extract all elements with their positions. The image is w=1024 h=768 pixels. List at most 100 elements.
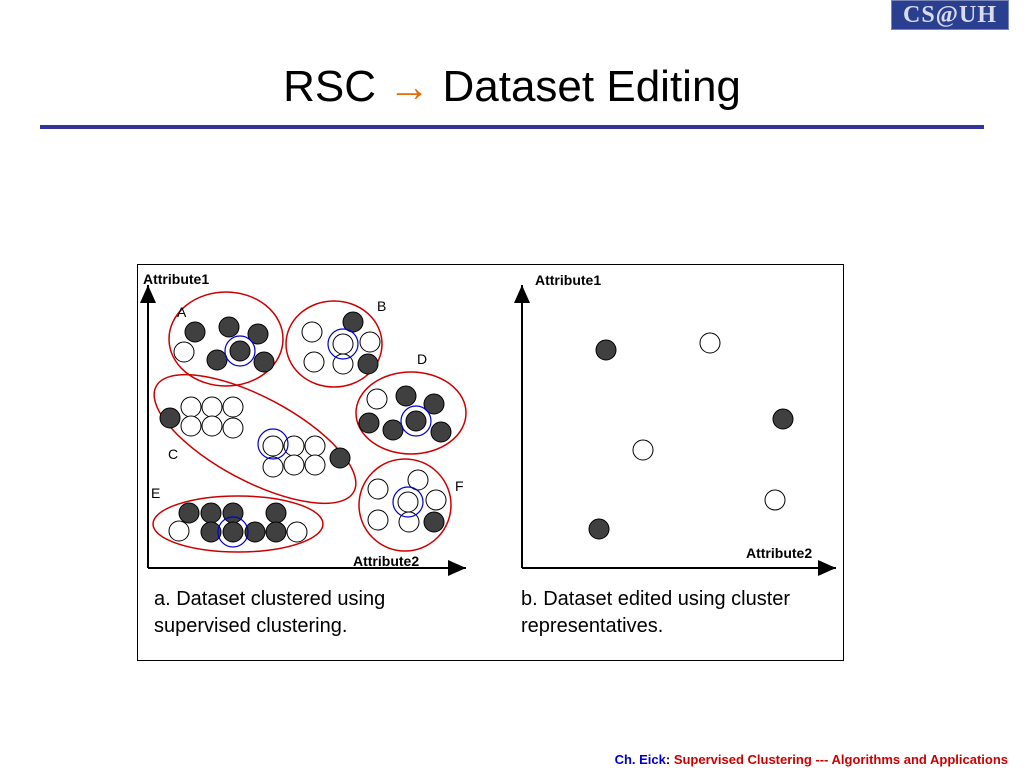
data-point bbox=[200, 521, 222, 543]
data-point bbox=[222, 521, 244, 543]
data-point bbox=[367, 478, 389, 500]
footer-course: Supervised Clustering --- Algorithms and… bbox=[673, 752, 1008, 767]
data-point bbox=[397, 491, 419, 513]
left-axes bbox=[140, 285, 466, 576]
data-point bbox=[262, 435, 284, 457]
data-point bbox=[180, 415, 202, 437]
data-point bbox=[222, 417, 244, 439]
data-point bbox=[265, 502, 287, 524]
data-point bbox=[332, 333, 354, 355]
cluster-d-representative-ring bbox=[400, 405, 432, 437]
cluster-a-outline bbox=[168, 291, 284, 387]
cluster-label-b: B bbox=[377, 298, 386, 314]
figure-frame bbox=[137, 264, 844, 661]
cluster-e-points bbox=[168, 502, 308, 543]
data-point bbox=[184, 321, 206, 343]
cluster-outlines bbox=[152, 291, 467, 553]
left-caption-line1: a. Dataset clustered using bbox=[154, 588, 386, 610]
right-arrow-icon: → bbox=[388, 63, 431, 110]
data-point bbox=[329, 447, 351, 469]
cluster-label-c: C bbox=[168, 446, 178, 462]
representative-points bbox=[588, 332, 794, 540]
title-right: Dataset Editing bbox=[442, 62, 741, 111]
right-y-axis-label: Attribute1 bbox=[535, 272, 601, 288]
data-point bbox=[262, 456, 284, 478]
data-point bbox=[180, 396, 202, 418]
data-point bbox=[423, 511, 445, 533]
cluster-e-representative-ring bbox=[217, 516, 249, 548]
cluster-label-a: A bbox=[177, 304, 187, 320]
data-point bbox=[222, 502, 244, 524]
cluster-b-points bbox=[301, 311, 381, 375]
data-point bbox=[430, 421, 452, 443]
data-point bbox=[367, 509, 389, 531]
representative-point bbox=[699, 332, 721, 354]
left-x-axis-label: Attribute2 bbox=[353, 553, 419, 569]
data-point bbox=[265, 521, 287, 543]
slide-title: RSC → Dataset Editing bbox=[0, 62, 1024, 112]
data-point bbox=[201, 415, 223, 437]
data-point bbox=[366, 388, 388, 410]
cluster-f-outline bbox=[358, 458, 452, 552]
data-point bbox=[407, 469, 429, 491]
data-point bbox=[357, 353, 379, 375]
cluster-labels: A B C D E F bbox=[151, 298, 464, 501]
cluster-c-representative-ring bbox=[257, 428, 289, 460]
representative-point bbox=[764, 489, 786, 511]
data-point bbox=[358, 412, 380, 434]
cluster-a-representative-ring bbox=[224, 335, 256, 367]
data-point bbox=[425, 489, 447, 511]
data-point bbox=[244, 521, 266, 543]
data-point bbox=[395, 385, 417, 407]
data-point bbox=[304, 435, 326, 457]
cluster-label-e: E bbox=[151, 485, 160, 501]
data-point bbox=[286, 521, 308, 543]
data-point bbox=[173, 341, 195, 363]
right-caption: b. Dataset edited using cluster represen… bbox=[521, 586, 790, 640]
footer: Ch. Eick: Supervised Clustering --- Algo… bbox=[615, 752, 1008, 767]
logo-text: CS@UH bbox=[902, 1, 997, 28]
cluster-f-points bbox=[367, 469, 447, 533]
data-point bbox=[168, 520, 190, 542]
right-x-axis-label: Attribute2 bbox=[746, 545, 812, 561]
cluster-c-outline bbox=[153, 373, 357, 505]
cluster-c-points bbox=[159, 396, 351, 478]
data-point bbox=[283, 454, 305, 476]
left-caption: a. Dataset clustered using supervised cl… bbox=[154, 586, 385, 640]
cluster-d-points bbox=[358, 385, 452, 443]
representative-point bbox=[588, 518, 610, 540]
title-divider bbox=[40, 125, 984, 129]
footer-author: Ch. Eick bbox=[614, 752, 666, 767]
data-point bbox=[405, 410, 427, 432]
data-point bbox=[218, 316, 240, 338]
data-point bbox=[247, 323, 269, 345]
cluster-f-representative-ring bbox=[392, 486, 424, 518]
data-point bbox=[423, 393, 445, 415]
title-left: RSC bbox=[283, 62, 377, 111]
representative-point bbox=[772, 408, 794, 430]
cluster-label-d: D bbox=[417, 351, 427, 367]
data-point bbox=[303, 351, 325, 373]
data-point bbox=[222, 396, 244, 418]
left-y-axis-label: Attribute1 bbox=[143, 271, 209, 287]
data-point bbox=[359, 331, 381, 353]
data-point bbox=[342, 311, 364, 333]
cs-uh-logo: CS@UH bbox=[891, 0, 1009, 30]
data-point bbox=[159, 407, 181, 429]
data-point bbox=[382, 419, 404, 441]
representative-point bbox=[595, 339, 617, 361]
representative-point bbox=[632, 439, 654, 461]
cluster-b-outline bbox=[285, 300, 383, 388]
data-point bbox=[304, 454, 326, 476]
data-point bbox=[229, 340, 251, 362]
data-point bbox=[206, 349, 228, 371]
data-point bbox=[201, 396, 223, 418]
data-point bbox=[253, 351, 275, 373]
right-axes bbox=[514, 285, 836, 576]
cluster-e-outline bbox=[152, 495, 324, 553]
left-caption-line2: supervised clustering. bbox=[154, 615, 348, 637]
data-point bbox=[178, 502, 200, 524]
cluster-b-representative-ring bbox=[327, 328, 359, 360]
cluster-label-f: F bbox=[455, 478, 464, 494]
